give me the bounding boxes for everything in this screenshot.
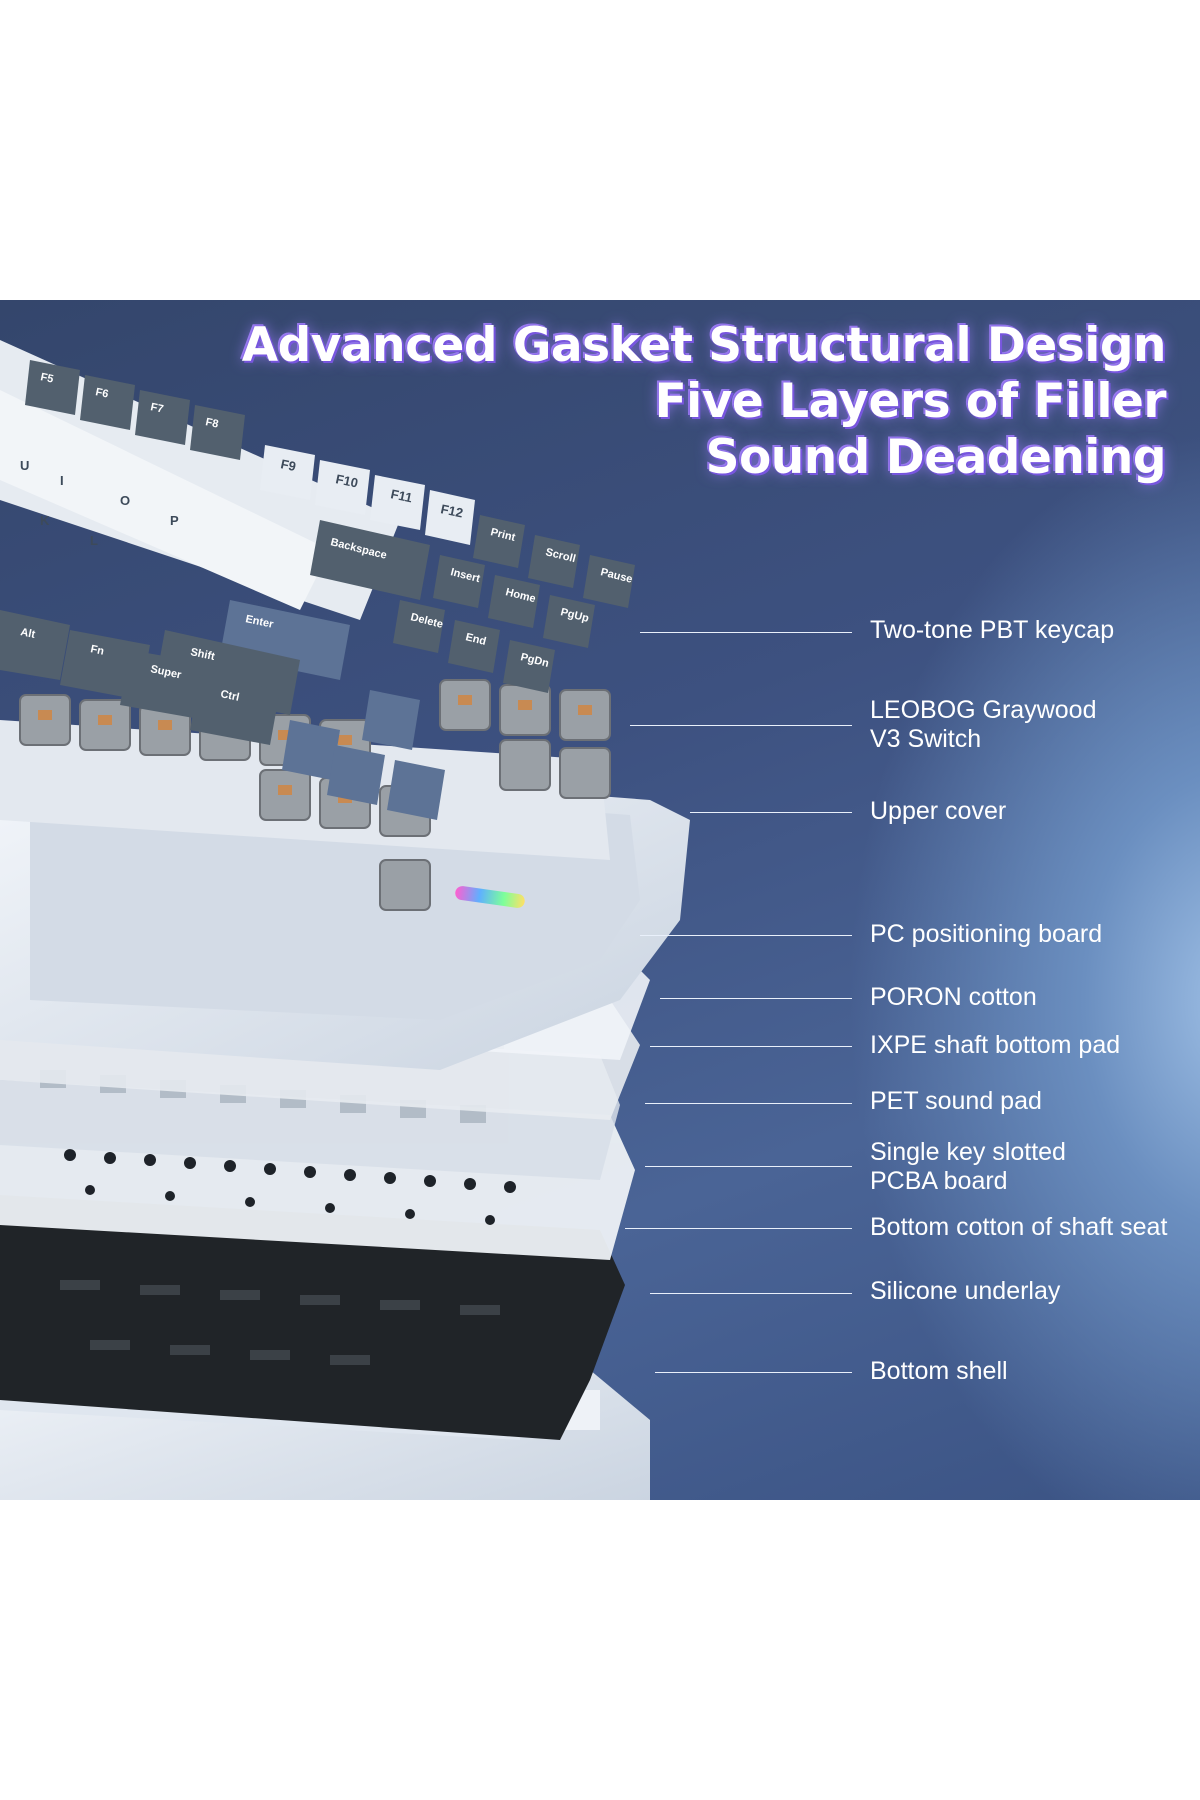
headline-line-3: Sound Deadening xyxy=(705,430,1167,485)
svg-text:O: O xyxy=(120,493,130,508)
svg-text:F11: F11 xyxy=(389,486,413,505)
leader-line-pcba xyxy=(645,1166,852,1167)
leader-line-silicone xyxy=(650,1293,852,1294)
leader-line-bottom-shell xyxy=(655,1372,852,1373)
svg-text:F8: F8 xyxy=(204,416,219,430)
svg-text:F10: F10 xyxy=(334,471,359,490)
svg-text:L: L xyxy=(90,533,98,548)
leader-line-bottom-cotton xyxy=(625,1228,852,1229)
svg-text:Ctrl: Ctrl xyxy=(219,688,240,704)
switch-row xyxy=(19,679,611,911)
leader-line-ixpe xyxy=(650,1046,852,1047)
leader-line-poron xyxy=(660,998,852,999)
leader-line-keycap xyxy=(640,632,852,633)
svg-text:K: K xyxy=(40,513,50,528)
leader-line-upper-cover xyxy=(690,812,852,813)
label-ixpe: IXPE shaft bottom pad xyxy=(870,1031,1121,1059)
label-pcba: Single key slotted PCBA board xyxy=(870,1138,1066,1196)
label-bottom-cotton: Bottom cotton of shaft seat xyxy=(870,1213,1168,1241)
silicone-underlay-layer xyxy=(0,1195,625,1440)
leader-line-switch xyxy=(630,725,852,726)
svg-text:I: I xyxy=(60,473,64,488)
svg-text:Alt: Alt xyxy=(19,626,36,641)
label-switch-line-1: LEOBOG Graywood xyxy=(870,696,1097,724)
svg-text:U: U xyxy=(20,458,29,473)
label-bottom-shell: Bottom shell xyxy=(870,1357,1008,1385)
label-upper-cover: Upper cover xyxy=(870,797,1007,825)
exploded-keyboard-illustration: F5 F6 F7 F8 Backspace Print Scroll Pause… xyxy=(0,340,690,1500)
headline-line-2: Five Layers of Filler xyxy=(654,374,1167,429)
svg-text:F5: F5 xyxy=(39,371,54,385)
label-switch: LEOBOG Graywood V3 Switch xyxy=(870,696,1096,754)
label-switch-line-2: V3 Switch xyxy=(870,725,982,753)
svg-text:F9: F9 xyxy=(279,456,297,474)
svg-text:End: End xyxy=(464,631,487,648)
label-pet: PET sound pad xyxy=(870,1087,1042,1115)
svg-text:F12: F12 xyxy=(439,501,464,520)
label-pc-board: PC positioning board xyxy=(870,920,1103,948)
svg-text:F6: F6 xyxy=(94,386,109,400)
svg-text:P: P xyxy=(170,513,179,528)
product-banner: F5 F6 F7 F8 Backspace Print Scroll Pause… xyxy=(0,300,1200,1500)
headline-line-1: Advanced Gasket Structural Design xyxy=(241,318,1167,373)
svg-text:F7: F7 xyxy=(149,401,164,415)
label-pcba-line-2: PCBA board xyxy=(870,1167,1008,1195)
svg-text:Enter: Enter xyxy=(244,613,275,631)
keycaps: F5 F6 F7 F8 Backspace Print Scroll Pause… xyxy=(0,340,635,820)
svg-text:Print: Print xyxy=(489,526,517,544)
svg-text:Shift: Shift xyxy=(189,646,216,663)
label-silicone: Silicone underlay xyxy=(870,1277,1061,1305)
leader-line-pc-board xyxy=(640,935,852,936)
svg-text:Fn: Fn xyxy=(89,643,105,658)
label-poron: PORON cotton xyxy=(870,983,1037,1011)
label-pcba-line-1: Single key slotted xyxy=(870,1138,1066,1166)
label-keycap: Two-tone PBT keycap xyxy=(870,616,1115,644)
leader-line-pet xyxy=(645,1103,852,1104)
